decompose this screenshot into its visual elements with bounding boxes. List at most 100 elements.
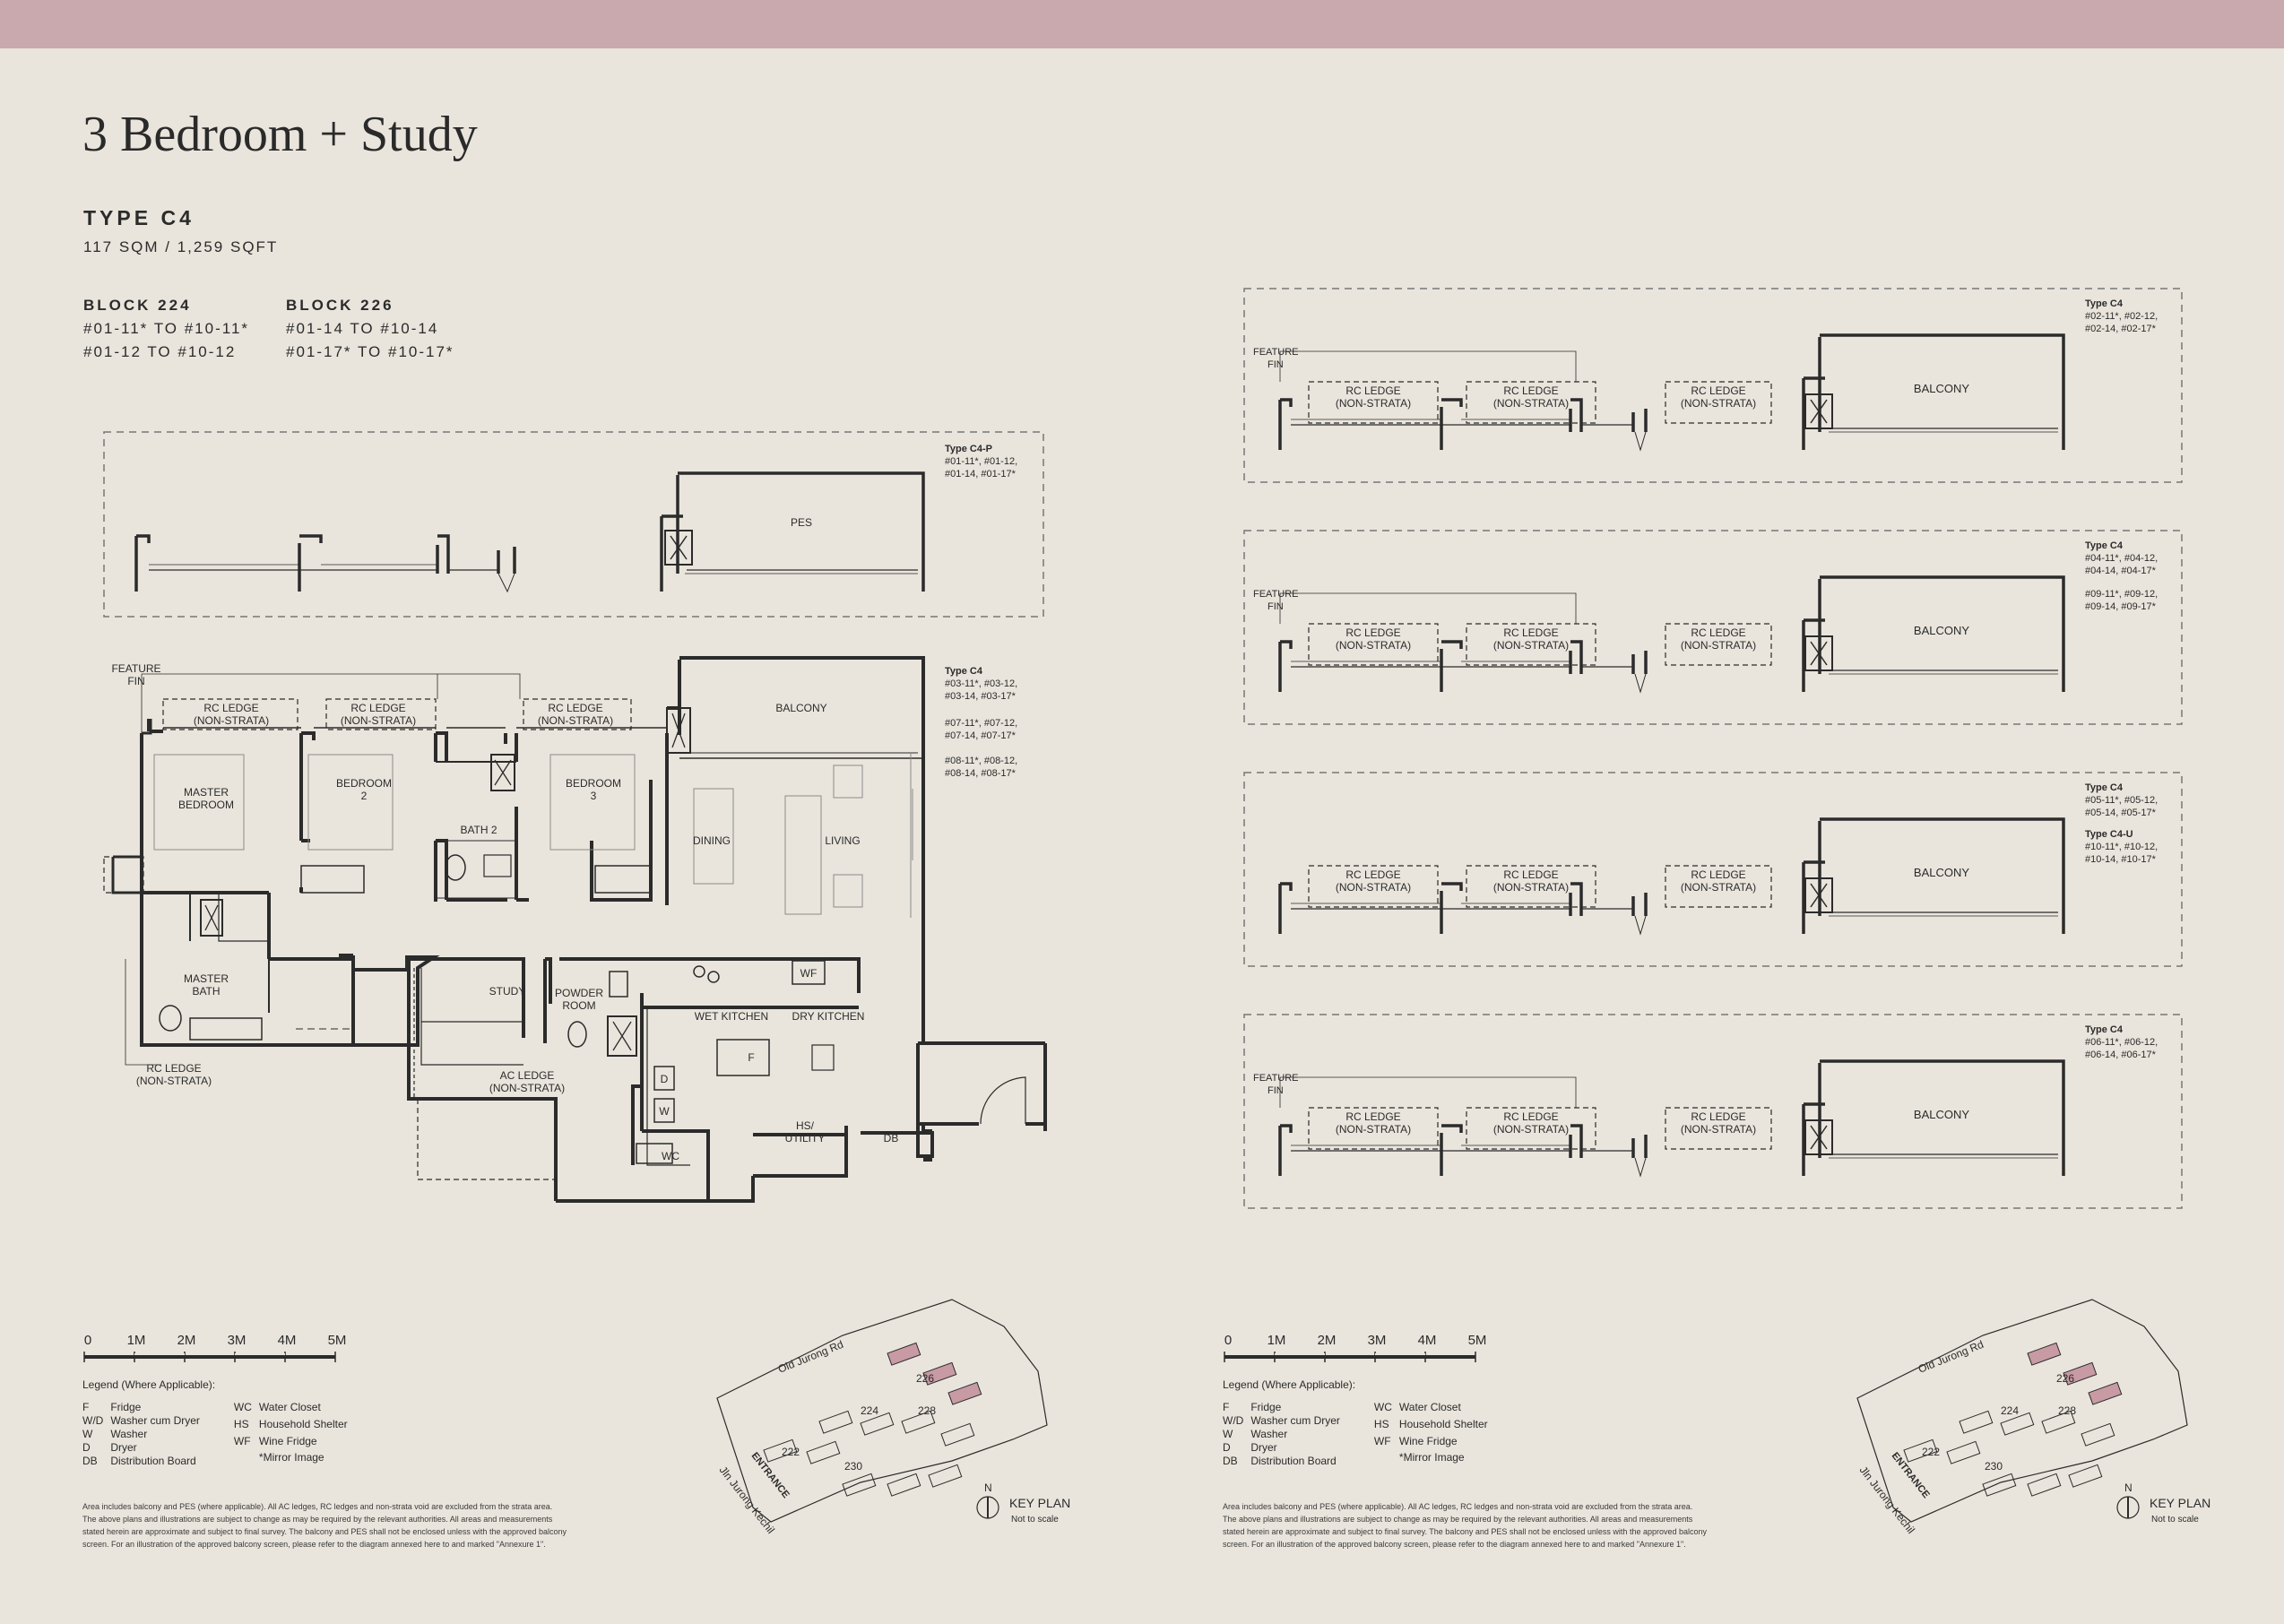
- building-block: [887, 1342, 921, 1366]
- legend-desc: Wine Fridge: [258, 1434, 317, 1447]
- building-block: [763, 1438, 798, 1463]
- building-block: [947, 1381, 982, 1405]
- room-hs-utility: HS/: [796, 1119, 815, 1132]
- rc-ledge-label: (NON-STRATA): [1493, 639, 1569, 652]
- rc-ledge-label: (NON-STRATA): [1681, 397, 1756, 410]
- legend-desc: Washer: [110, 1428, 148, 1440]
- type-units: #02-14, #02-17*: [2085, 324, 2157, 334]
- legend-desc: Washer cum Dryer: [110, 1414, 200, 1427]
- key-plan-sub: Not to scale: [2151, 1515, 2199, 1525]
- feature-fin-label: FEATURE: [111, 662, 160, 675]
- legend-desc: Wine Fridge: [1398, 1434, 1458, 1447]
- type-units: #03-11*, #03-12,: [945, 678, 1017, 689]
- legend-desc: Washer: [1250, 1428, 1288, 1440]
- plan-frame: [1243, 288, 2183, 483]
- rc-ledge-label: (NON-STRATA): [1493, 1123, 1569, 1136]
- building-block: [2041, 1410, 2076, 1434]
- key-plan-sub: Not to scale: [1011, 1515, 1059, 1525]
- block-number: 222: [782, 1446, 800, 1458]
- room-hs-utility: UTILITY: [785, 1132, 826, 1145]
- site-boundary: [1856, 1299, 2188, 1523]
- right-floor-plans: RC LEDGE(NON-STRATA)RC LEDGE(NON-STRATA)…: [1243, 288, 2183, 1209]
- dryer-label: D: [661, 1073, 669, 1085]
- legend-abbr: W: [82, 1428, 93, 1440]
- washer-label: W: [659, 1105, 670, 1118]
- building-block: [2000, 1412, 2035, 1436]
- site-boundary: [716, 1299, 1048, 1523]
- legend-desc: Water Closet: [1398, 1401, 1461, 1413]
- rc-ledge-label: (NON-STRATA): [1493, 881, 1569, 894]
- main-floor-plan: FEATURE FIN RC LEDGE (NON-STRATA) RC LED…: [103, 656, 1047, 1203]
- room-wet-kitchen: WET KITCHEN: [695, 1010, 768, 1023]
- rc-ledge-label: RC LEDGE: [1503, 1110, 1558, 1123]
- room-powder: POWDER: [555, 987, 603, 999]
- room-master-bath: MASTER: [184, 972, 229, 985]
- type-units: #03-14, #03-17*: [945, 691, 1017, 702]
- rc-ledge-label: RC LEDGE: [1345, 868, 1400, 881]
- ac-ledge-label: (NON-STRATA): [489, 1082, 565, 1094]
- legend-desc: Dryer: [1250, 1441, 1277, 1454]
- legend-abbr: DB: [1223, 1455, 1238, 1467]
- type-units: #07-11*, #07-12,: [945, 718, 1017, 729]
- scale-bar-left: 0 1M 2M 3M 4M 5M: [83, 1333, 347, 1362]
- rc-ledge-label: (NON-STRATA): [1681, 881, 1756, 894]
- page-title: 3 Bedroom + Study: [82, 107, 478, 162]
- rc-ledge-label: (NON-STRATA): [538, 714, 613, 727]
- building-block: [806, 1440, 841, 1464]
- legend-abbr: W/D: [82, 1414, 104, 1427]
- legend-abbr: WC: [1373, 1401, 1392, 1413]
- feature-fin-label: FIN: [1267, 359, 1284, 370]
- legend-abbr: [1374, 1451, 1399, 1468]
- scale-tick: 5M: [1468, 1333, 1487, 1348]
- building-block: [1946, 1440, 1981, 1464]
- building-block: [1982, 1473, 2017, 1497]
- room-master-bath: BATH: [192, 985, 220, 998]
- type-units: #07-14, #07-17*: [945, 730, 1017, 741]
- block-224-units: BLOCK 224 #01-11* TO #10-11* #01-12 TO #…: [83, 294, 249, 364]
- rc-ledge-label: RC LEDGE: [146, 1062, 201, 1075]
- unit-range: #01-17* TO #10-17*: [286, 343, 454, 360]
- rc-ledge-label: (NON-STRATA): [1336, 1123, 1411, 1136]
- unit-range: #01-14 TO #10-14: [286, 320, 439, 337]
- block-number: 228: [918, 1404, 936, 1417]
- room-master-bedroom: MASTER: [184, 786, 229, 799]
- rc-ledge-label: (NON-STRATA): [194, 714, 269, 727]
- legend-abbr: DB: [82, 1455, 98, 1467]
- building-block: [818, 1410, 853, 1434]
- scale-tick: 2M: [1318, 1333, 1337, 1348]
- rc-ledge-label: RC LEDGE: [1691, 384, 1745, 397]
- rc-ledge-label: RC LEDGE: [1345, 626, 1400, 639]
- block-number: 230: [844, 1460, 862, 1473]
- rc-ledge-label: RC LEDGE: [1691, 1110, 1745, 1123]
- scale-tick: 0: [84, 1333, 91, 1348]
- disclaimer-left: Area includes balcony and PES (where app…: [82, 1502, 567, 1549]
- scale-tick: 2M: [177, 1333, 196, 1348]
- plan-frame: [1243, 530, 2183, 725]
- scale-tick: 1M: [1267, 1333, 1286, 1348]
- room-bath-2: BATH 2: [460, 824, 497, 836]
- rc-ledge-label: RC LEDGE: [203, 702, 258, 714]
- rc-ledge-label: RC LEDGE: [1503, 626, 1558, 639]
- right-plan-3: RC LEDGE(NON-STRATA)RC LEDGE(NON-STRATA)…: [1243, 772, 2183, 967]
- right-plan-4: RC LEDGE(NON-STRATA)RC LEDGE(NON-STRATA)…: [1243, 1014, 2183, 1209]
- legend-abbr: WF: [1373, 1434, 1391, 1447]
- type-tag: Type C4: [2085, 782, 2124, 793]
- legend-desc: *Mirror Image: [1398, 1451, 1465, 1464]
- rc-ledge-label: RC LEDGE: [1345, 1110, 1400, 1123]
- building-block: [1903, 1438, 1938, 1463]
- building-block: [940, 1422, 975, 1447]
- legend-desc: Distribution Board: [110, 1455, 196, 1467]
- scale-tick: 5M: [328, 1333, 347, 1348]
- building-block: [2068, 1464, 2103, 1488]
- block-number: 224: [2001, 1404, 2019, 1417]
- feature-fin-label: FEATURE: [1253, 347, 1299, 358]
- unit-area: 117 SQM / 1,259 SQFT: [83, 238, 279, 255]
- legend-title: Legend (Where Applicable):: [1223, 1378, 1356, 1391]
- rc-ledge-label: RC LEDGE: [1503, 868, 1558, 881]
